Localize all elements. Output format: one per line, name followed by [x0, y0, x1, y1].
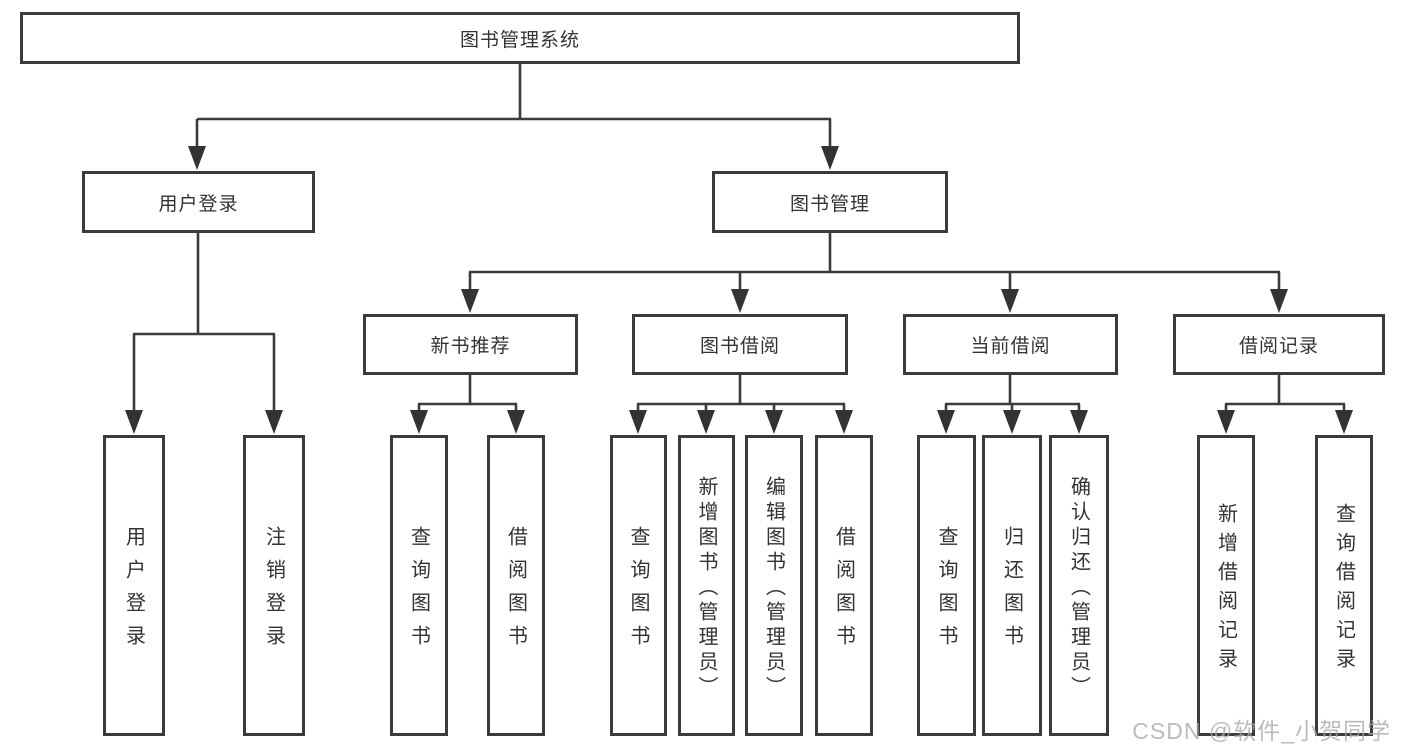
leaf-borrow-books-1-label: 借阅图书	[504, 526, 527, 658]
node-user-login-label: 用户登录	[158, 193, 239, 215]
leaf-user-login: 用户登录	[103, 435, 165, 736]
node-new-book-recommendation-label: 新书推荐	[430, 336, 511, 357]
leaf-user-login-label: 用户登录	[122, 526, 145, 658]
leaf-add-borrow-record: 新增借阅记录	[1197, 435, 1255, 736]
leaf-add-borrow-record-label: 新增借阅记录	[1214, 503, 1237, 677]
leaf-logout: 注销登录	[243, 435, 305, 736]
leaf-query-books-3: 查询图书	[917, 435, 976, 736]
leaf-query-books-2-label: 查询图书	[627, 526, 649, 658]
leaf-return-books-label: 归还图书	[1000, 526, 1023, 658]
leaf-return-books: 归还图书	[982, 435, 1042, 736]
leaf-add-books-admin-label: 新增图书（管理员）	[695, 475, 717, 701]
node-user-login: 用户登录	[82, 171, 315, 233]
node-current-borrowing: 当前借阅	[903, 314, 1118, 375]
node-book-borrowing-label: 图书借阅	[699, 336, 780, 357]
node-borrowing-records: 借阅记录	[1173, 314, 1385, 375]
leaf-query-borrow-record: 查询借阅记录	[1315, 435, 1373, 736]
leaf-borrow-books-1: 借阅图书	[487, 435, 545, 736]
leaf-borrow-books-2-label: 借阅图书	[832, 526, 855, 658]
node-book-management-label: 图书管理	[789, 193, 870, 215]
leaf-add-books-admin: 新增图书（管理员）	[678, 435, 735, 736]
leaf-confirm-return-admin-label: 确认归还（管理员）	[1067, 475, 1090, 701]
csdn-watermark: CSDN @软件_小贺同学	[1132, 718, 1391, 744]
leaf-query-borrow-record-label: 查询借阅记录	[1332, 503, 1355, 677]
node-book-borrowing: 图书借阅	[632, 314, 848, 375]
leaf-confirm-return-admin: 确认归还（管理员）	[1049, 435, 1109, 736]
node-new-book-recommendation: 新书推荐	[363, 314, 578, 375]
node-root-label: 图书管理系统	[459, 29, 580, 51]
leaf-edit-books-admin-label: 编辑图书（管理员）	[762, 475, 785, 701]
leaf-logout-label: 注销登录	[262, 526, 285, 658]
node-root: 图书管理系统	[20, 12, 1020, 64]
leaf-query-books-2: 查询图书	[610, 435, 667, 736]
leaf-query-books-1: 查询图书	[390, 435, 448, 736]
node-borrowing-records-label: 借阅记录	[1238, 336, 1319, 357]
leaf-borrow-books-2: 借阅图书	[815, 435, 873, 736]
leaf-edit-books-admin: 编辑图书（管理员）	[745, 435, 803, 736]
node-book-management: 图书管理	[712, 171, 948, 233]
leaf-query-books-1-label: 查询图书	[407, 526, 430, 658]
node-current-borrowing-label: 当前借阅	[970, 336, 1051, 357]
leaf-query-books-3-label: 查询图书	[935, 526, 957, 658]
